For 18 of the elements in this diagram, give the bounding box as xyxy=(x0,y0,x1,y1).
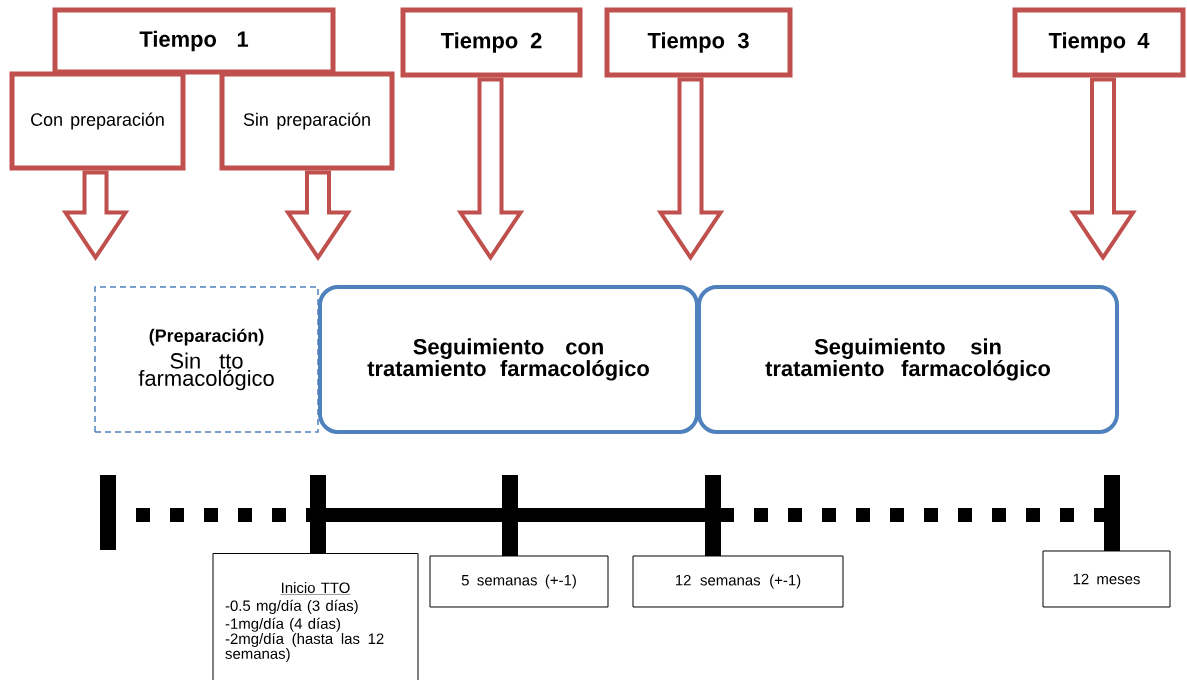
dose-box: Inicio TTO -0.5 mg/día (3 días) -1mg/día (4 días) -2mg/día (hasta las 12 semanas) xyxy=(212,553,419,680)
phase-box: Seguimiento con tratamiento farmacológico xyxy=(318,285,699,434)
time-label-box: 5 semanas (+-1) xyxy=(429,555,609,608)
time-point-box: Tiempo 1 xyxy=(52,7,336,75)
time-point-box: Tiempo 2 xyxy=(400,7,583,78)
phase-box: (Preparación) Sin tto farmacológico xyxy=(94,286,319,433)
option-box: Con preparación xyxy=(9,71,186,171)
hollow-arrow xyxy=(1069,77,1137,262)
hollow-arrow xyxy=(456,77,525,262)
hollow-arrow xyxy=(284,170,352,262)
hollow-arrow xyxy=(656,77,725,262)
time-point-box: Tiempo 3 xyxy=(604,7,793,78)
hollow-arrow xyxy=(61,170,130,262)
time-label-box: 12 semanas (+-1) xyxy=(632,555,844,608)
option-box: Sin preparación xyxy=(219,71,395,171)
phase-box: Seguimiento sin tratamiento farmacológico xyxy=(697,285,1119,434)
time-point-box: Tiempo 4 xyxy=(1012,7,1186,78)
time-label-box: 12 meses xyxy=(1042,550,1171,608)
